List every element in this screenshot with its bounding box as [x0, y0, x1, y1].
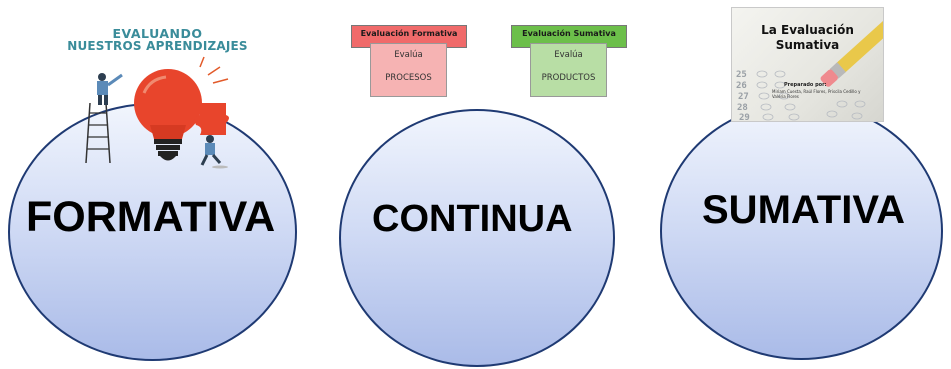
formativa-label: FORMATIVA	[26, 193, 276, 241]
photo-title: La Evaluación Sumativa	[732, 23, 883, 53]
photo-authors: Miriam Cuesta, Raúl Flores, Priscila Ced…	[772, 89, 861, 100]
sheet-number: 26	[736, 81, 747, 91]
evaluacion-formativa-box: Evaluación Formativa Evalúa PROCESOS	[351, 25, 467, 97]
evaluacion-sumativa-box: Evaluación Sumativa Evalúa PRODUCTOS	[511, 25, 627, 97]
circle-sumativa	[660, 102, 943, 360]
illustration-title: EVALUANDO NUESTROS APRENDIZAJES	[55, 27, 260, 53]
sumativa-box-line2: PRODUCTOS	[541, 73, 596, 83]
illustration-line1: EVALUANDO	[112, 26, 203, 41]
photo-title-line2: Sumativa	[775, 38, 840, 52]
sheet-number: 25	[736, 70, 747, 80]
formativa-box-line2: PROCESOS	[385, 73, 432, 83]
answer-bubbles-graphic	[756, 16, 883, 121]
sumativa-box-line1: Evalúa	[554, 50, 583, 60]
circle-formativa	[8, 103, 297, 361]
sheet-number: 27	[738, 92, 749, 102]
lightbulb-puzzle-illustration	[85, 56, 229, 169]
sheet-number: 28	[737, 103, 748, 113]
formativa-box-body: Evalúa PROCESOS	[370, 43, 447, 97]
illustration-line2: NUESTROS APRENDIZAJES	[67, 39, 248, 54]
photo-title-line1: La Evaluación	[761, 23, 854, 37]
sheet-number: 29	[739, 113, 750, 122]
photo-subtitle: Preparado por:	[784, 82, 827, 88]
formativa-box-line1: Evalúa	[394, 50, 423, 60]
evaluacion-sumativa-photo: 25 26 27 28 29 La Evaluación Sumativa Pr…	[731, 7, 884, 122]
circle-continua	[339, 109, 615, 367]
sumativa-label: SUMATIVA	[702, 188, 905, 232]
continua-label: CONTINUA	[372, 198, 573, 240]
sumativa-box-body: Evalúa PRODUCTOS	[530, 43, 607, 97]
